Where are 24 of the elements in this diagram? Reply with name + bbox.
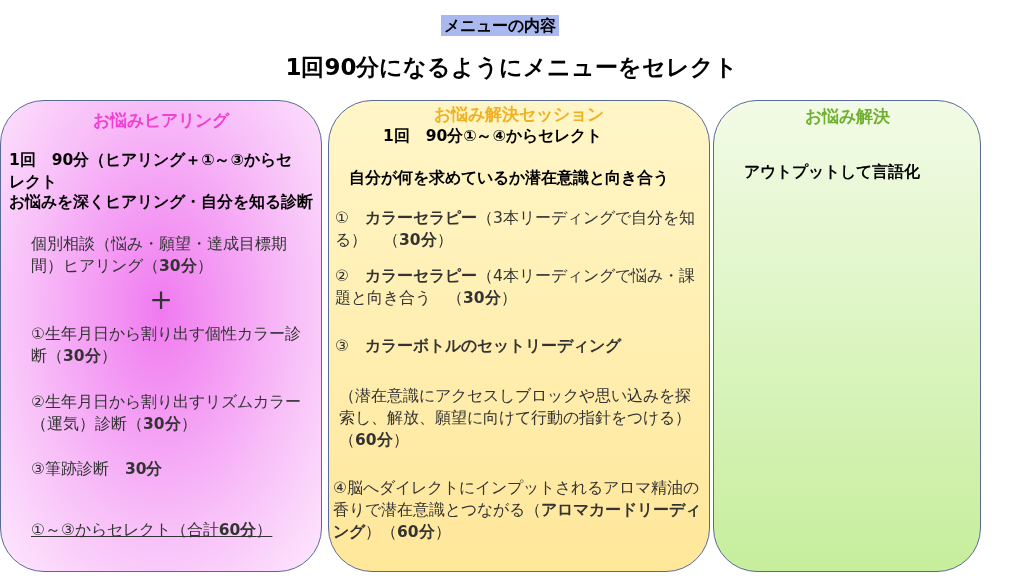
menu-item: ① カラーセラピー（3本リーディングで自分を知る） （30分） (335, 208, 696, 251)
menu-item: ②生年月日から割り出すリズムカラー（運気）診断（30分） (31, 392, 301, 435)
panel-heading: お悩み解決セッション (433, 103, 605, 125)
menu-item: ①生年月日から割り出す個性カラー診断（30分） (31, 324, 301, 367)
menu-item: ③ カラーボトルのセットリーディング (335, 336, 623, 357)
session-info: 1回 90分（ヒアリング＋①～③からセレクト (9, 150, 293, 193)
menu-panel (713, 100, 981, 572)
plus-sign: ＋ (143, 283, 179, 313)
menu-item: ③筆跡診断 30分 (31, 459, 164, 480)
menu-note: ①～③からセレクト（合計60分） (31, 520, 274, 541)
session-info: 1回 90分①～④からセレクト (383, 126, 603, 147)
panel-heading: お悩みヒアリング (92, 109, 231, 131)
session-info: アウトプットして言語化 (744, 162, 921, 183)
title: メニューの内容 (441, 15, 559, 36)
menu-item: ④脳へダイレクトにインプットされるアロマ精油の香りで潜在意識とつながる（アロマカードリーディング）（60分） (333, 478, 702, 543)
session-info: 自分が何を求めているか潜在意識と向き合う (349, 168, 670, 189)
menu-item: ② カラーセラピー（4本リーディングで悩み・課題と向き合う （30分） (335, 266, 696, 309)
panel-heading: お悩み解決 (803, 105, 891, 127)
session-info: お悩みを深くヒアリング・自分を知る診断 (9, 192, 314, 213)
menu-panel (0, 100, 322, 572)
menu-panel (328, 100, 710, 572)
menu-item: 個別相談（悩み・願望・達成目標期間）ヒアリング（30分） (31, 234, 288, 277)
subtitle: 1回90分になるようにメニューをセレクト (284, 53, 740, 82)
menu-item: （潜在意識にアクセスしブロックや思い込みを探索し、解放、願望に向けて行動の指針をつける）（60分） (339, 386, 692, 451)
